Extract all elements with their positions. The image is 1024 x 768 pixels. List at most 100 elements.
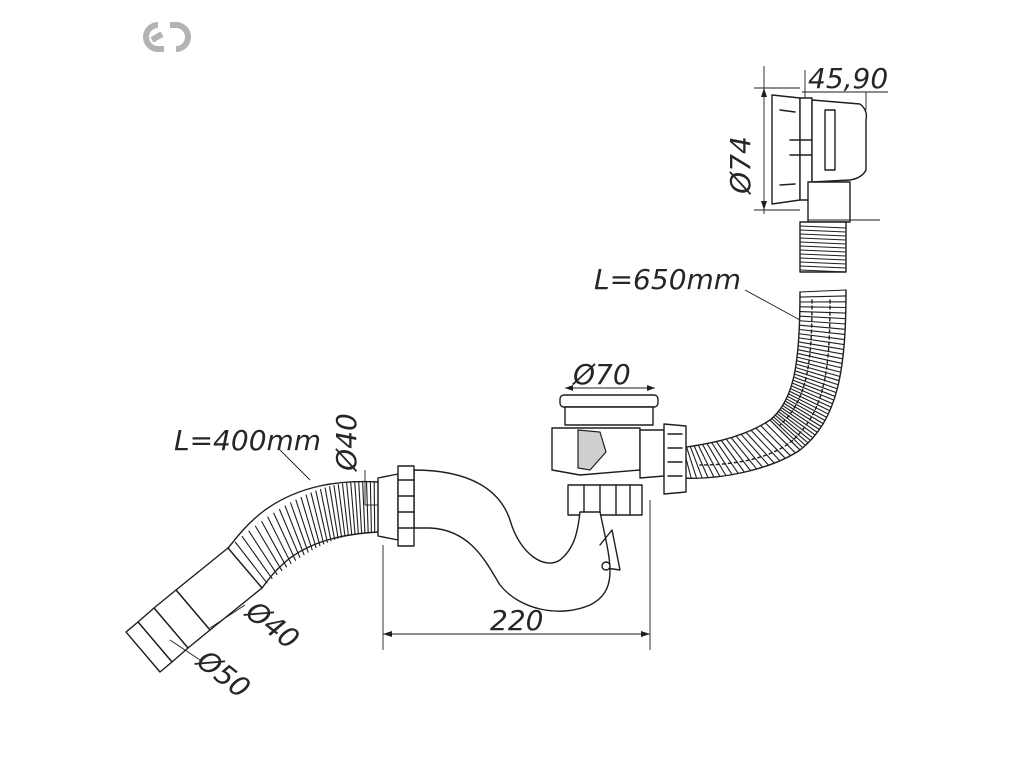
hose-rib (686, 446, 698, 479)
hose-rib (791, 385, 833, 405)
hose-rib (774, 414, 809, 444)
hose-rib (755, 427, 786, 459)
hose-rib (358, 481, 363, 534)
hose-rib (740, 433, 769, 466)
hose-rib (333, 485, 343, 538)
hose-rib (799, 245, 847, 249)
hose-rib (315, 490, 329, 543)
dim-d74: Ø74 (724, 136, 757, 195)
hose-rib (260, 520, 288, 568)
hose-rib (799, 241, 847, 245)
hose-rib (689, 446, 703, 479)
hose-rib (794, 373, 838, 390)
overflow-hose-upper (799, 221, 847, 273)
hose-rib (798, 337, 845, 346)
hose-rib (267, 516, 292, 565)
hose-rib (799, 233, 847, 237)
hose-rib (794, 370, 839, 386)
hose-rib (799, 265, 847, 269)
hose-rib (799, 269, 847, 273)
hose-rib (799, 261, 847, 265)
dim-45-90: 45,90 (808, 62, 888, 95)
dim-220: 220 (490, 604, 543, 637)
hose-rib (720, 440, 745, 473)
hose-rib (782, 405, 820, 430)
hose-rib (798, 345, 844, 355)
hose-rib (305, 494, 321, 547)
hose-rib (711, 442, 733, 476)
hose-rib (365, 481, 369, 533)
hose-rib (341, 483, 349, 536)
hose-rib (254, 525, 283, 572)
chain-link-logo (143, 22, 191, 52)
hose-rib (769, 419, 801, 451)
hose-rib (798, 341, 844, 350)
hose-rib (337, 484, 346, 537)
hose-rib (373, 481, 376, 533)
hose-rib (799, 295, 846, 298)
hose-rib (295, 499, 313, 551)
hose-rib (790, 388, 832, 408)
hose-rib (273, 512, 297, 562)
hose-rib (765, 422, 796, 454)
hose-rib (776, 412, 811, 441)
hose-rib (798, 333, 845, 341)
hose-rib (693, 445, 709, 478)
hose-rib (781, 407, 818, 433)
hose-rib (328, 486, 339, 539)
hose-rib (369, 481, 372, 533)
hose-rib (234, 541, 268, 584)
tail-pipe (125, 547, 263, 673)
dim-d50: Ø50 (190, 643, 257, 705)
hose-rib (796, 356, 842, 369)
hose-rib (324, 487, 336, 541)
hose-rib (702, 444, 721, 477)
hose-rib (799, 311, 846, 314)
hose-rib (300, 496, 317, 549)
dim-l650: L=650mm (594, 263, 741, 296)
hose-rib (784, 400, 824, 425)
hose-rib (241, 535, 273, 580)
hose-rib (773, 416, 806, 446)
hose-rib (278, 508, 301, 559)
hose-rib (795, 366, 840, 382)
hose-rib (791, 382, 835, 401)
hose-rib (735, 435, 764, 468)
hose-rib (787, 395, 827, 418)
hose-rib (799, 328, 845, 336)
hose-rib (248, 530, 278, 576)
dim-d70: Ø70 (572, 358, 631, 391)
hose-rib (795, 363, 841, 378)
hose-rib (799, 306, 846, 309)
hose-rib (789, 390, 831, 412)
hose-rib (786, 398, 826, 421)
hose-rib (796, 360, 841, 373)
dim-d40-bottom: Ø40 (239, 594, 306, 656)
waste-valve (551, 385, 687, 516)
dim-l400: L=400mm (174, 424, 321, 457)
hose-rib (730, 437, 758, 470)
hose-rib (697, 444, 715, 478)
hose-rib (771, 418, 804, 449)
hose-rib (799, 249, 847, 253)
flexible-hose-400 (227, 480, 379, 589)
overflow-head (754, 66, 888, 223)
hose-rib (362, 481, 366, 534)
dimension-220 (382, 500, 651, 650)
hose-rib (346, 482, 353, 536)
hose-rib (779, 409, 816, 436)
hose-rib (799, 289, 847, 293)
hose-rib (799, 225, 847, 229)
hose-rib (706, 443, 727, 477)
hose-rib (799, 237, 847, 241)
hose-rib (319, 488, 332, 542)
hose-rib (799, 257, 847, 261)
hose-rib (745, 432, 775, 464)
hose-rib (354, 482, 359, 535)
left-dimension-lines (169, 449, 378, 661)
hose-rib (760, 425, 791, 457)
hose-rib (778, 411, 814, 439)
hose-rib (799, 324, 846, 330)
